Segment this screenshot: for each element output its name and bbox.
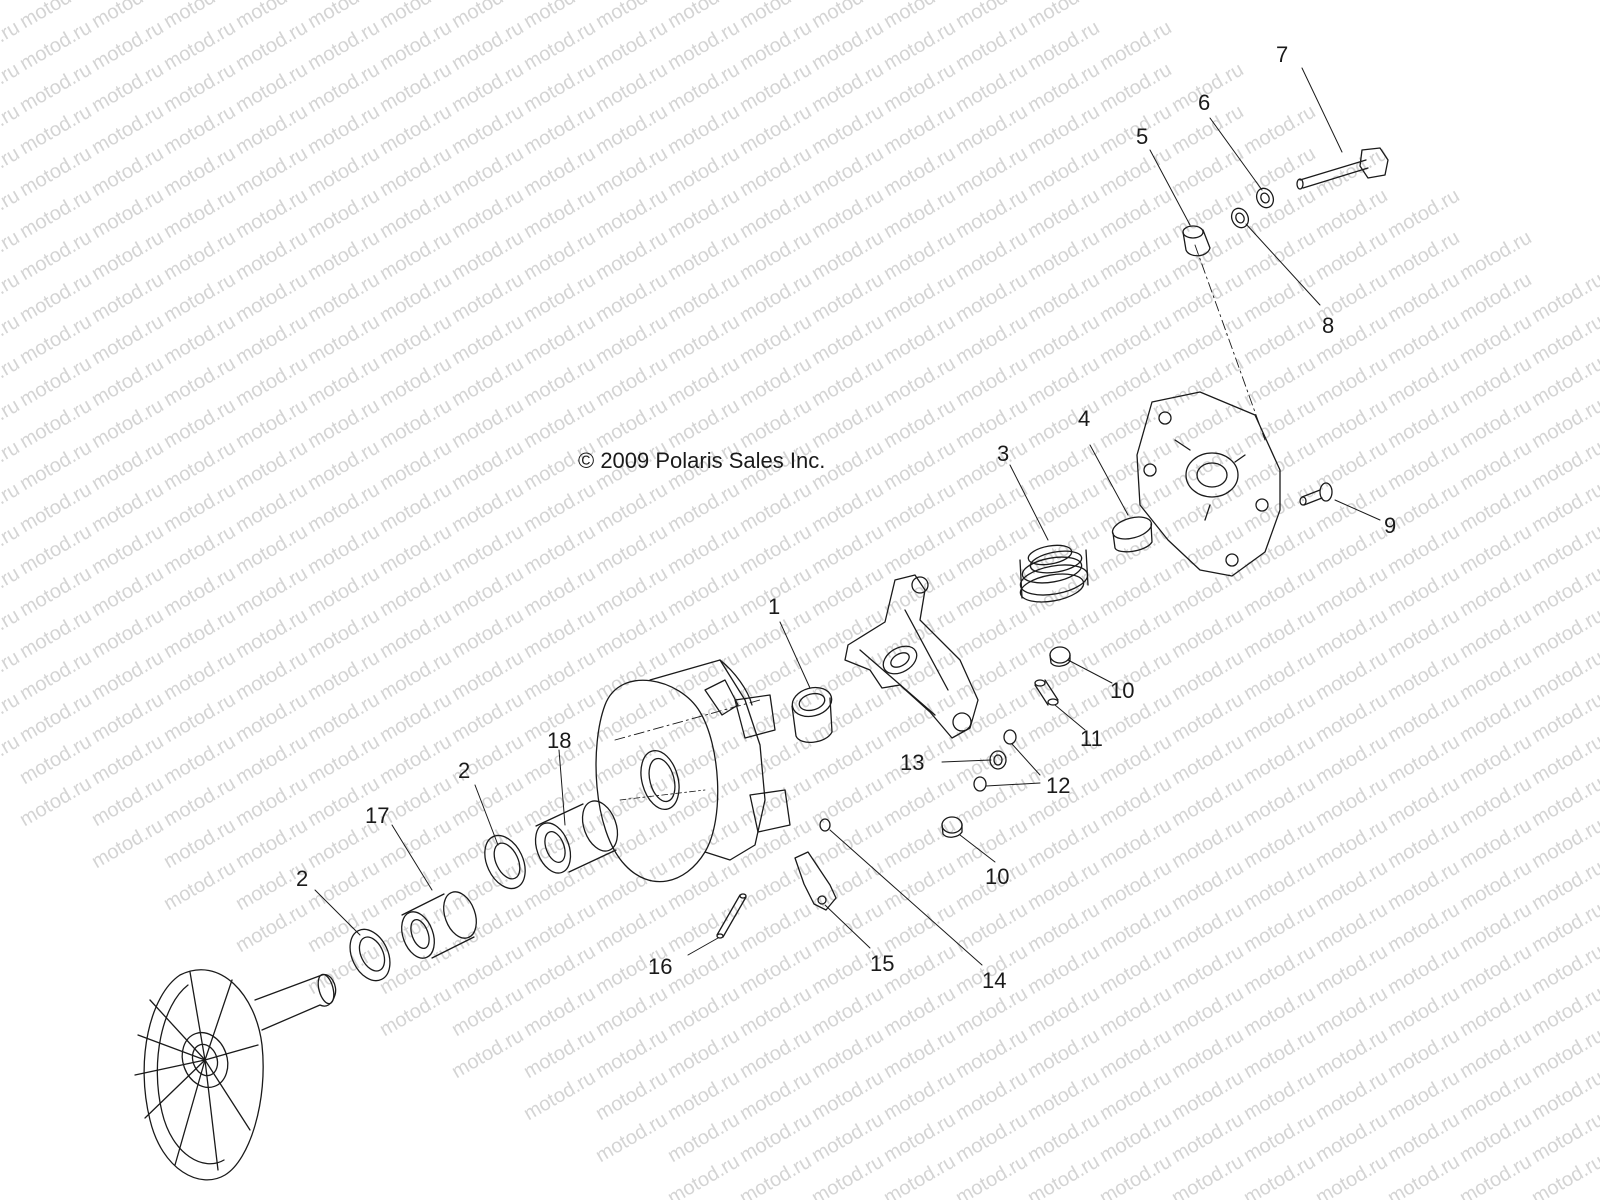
bushing-17 bbox=[401, 891, 477, 959]
copyright-notice: © 2009 Polaris Sales Inc. bbox=[578, 448, 826, 473]
plug-10-lower bbox=[941, 816, 963, 838]
bushing-4 bbox=[1111, 516, 1153, 553]
bushing-5 bbox=[1182, 225, 1211, 257]
callout-18: 18 bbox=[547, 728, 572, 753]
callout-5: 5 bbox=[1136, 124, 1149, 149]
roller-13 bbox=[989, 750, 1007, 770]
leader-lines bbox=[314, 67, 1381, 966]
callout-13: 13 bbox=[900, 750, 925, 775]
callout-2-lower: 2 bbox=[296, 866, 309, 891]
pin-16 bbox=[716, 893, 747, 939]
callout-14: 14 bbox=[982, 968, 1007, 993]
cover bbox=[1136, 391, 1281, 577]
callout-16: 16 bbox=[648, 954, 673, 979]
bolt-7 bbox=[1296, 147, 1389, 190]
nut-14 bbox=[819, 818, 831, 832]
spider bbox=[844, 574, 979, 739]
moveable-sheave bbox=[595, 659, 791, 883]
pin-11 bbox=[1034, 679, 1059, 706]
callout-12: 12 bbox=[1046, 773, 1071, 798]
callout-3: 3 bbox=[997, 441, 1010, 466]
callout-10-upper: 10 bbox=[1110, 678, 1135, 703]
callout-4: 4 bbox=[1078, 406, 1091, 431]
callout-11: 11 bbox=[1080, 726, 1103, 751]
spring-3 bbox=[1019, 544, 1089, 603]
callout-9: 9 bbox=[1384, 513, 1397, 538]
weight-15 bbox=[794, 851, 837, 911]
assembly-axis-lines bbox=[614, 244, 1266, 741]
screw-9 bbox=[1299, 482, 1333, 506]
fixed-sheave-fan bbox=[134, 969, 337, 1181]
washer-8 bbox=[1230, 207, 1250, 229]
callout-2-upper: 2 bbox=[458, 758, 471, 783]
callout-6: 6 bbox=[1198, 90, 1211, 115]
callout-7: 7 bbox=[1276, 42, 1289, 67]
washer-6 bbox=[1255, 187, 1275, 209]
bushing-12 bbox=[973, 729, 1017, 792]
washer-2-lower bbox=[349, 928, 391, 982]
washer-2-upper bbox=[484, 834, 526, 890]
plug-10-upper bbox=[1049, 646, 1071, 667]
callout-17: 17 bbox=[365, 803, 390, 828]
bushing-1 bbox=[791, 686, 833, 743]
callout-15: 15 bbox=[870, 951, 895, 976]
callout-8: 8 bbox=[1322, 313, 1335, 338]
callout-1: 1 bbox=[768, 594, 781, 619]
callout-10-lower: 10 bbox=[985, 864, 1010, 889]
bushing-18 bbox=[534, 800, 619, 874]
